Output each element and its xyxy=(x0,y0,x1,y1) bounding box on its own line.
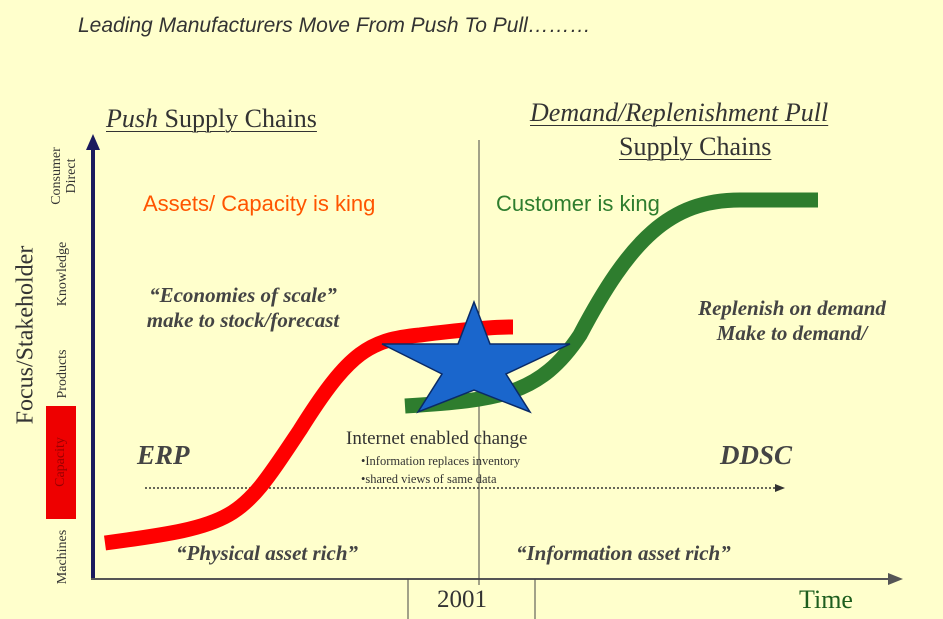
y-level-machines: Machines xyxy=(55,529,70,585)
erp-label: ERP xyxy=(137,440,190,470)
customer-label: Customer is king xyxy=(496,191,660,216)
push-heading: Push Supply Chains xyxy=(106,104,317,133)
internet-bullet-1: •Information replaces inventory xyxy=(361,454,521,468)
internet-bullet-2: •shared views of same data xyxy=(361,472,497,486)
ddsc-label: DDSC xyxy=(720,440,793,470)
y-axis-title: Focus/Stakeholder xyxy=(12,245,39,425)
transition-star-icon xyxy=(381,299,571,414)
capacity-highlight xyxy=(46,406,76,519)
internet-title: Internet enabled change xyxy=(346,428,528,449)
physical-asset-label: “Physical asset rich” xyxy=(176,541,358,565)
x-axis-arrow xyxy=(888,573,903,585)
y-level-products: Products xyxy=(55,349,70,399)
y-level-knowledge: Knowledge xyxy=(55,241,70,307)
slide-title: Leading Manufacturers Move From Push To … xyxy=(78,14,591,37)
information-asset-label: “Information asset rich” xyxy=(516,541,731,565)
pull-heading-line1: Demand/Replenishment Pull xyxy=(530,98,829,127)
y-axis-arrow xyxy=(86,134,100,150)
y-level-capacity: Capacity xyxy=(53,437,68,487)
dotted-arrow-head xyxy=(775,484,785,492)
x-tick-2001: 2001 xyxy=(437,586,487,613)
x-axis-title: Time xyxy=(799,585,853,614)
economies-text: “Economies of scale” make to stock/forec… xyxy=(146,283,340,332)
assets-label: Assets/ Capacity is king xyxy=(143,191,376,216)
push-curve xyxy=(104,319,514,551)
y-level-consumer-direct: Consumer Direct xyxy=(49,147,79,205)
replenish-text: Replenish on demand Make to demand/ xyxy=(698,296,886,345)
pull-heading-line2: Supply Chains xyxy=(619,132,772,161)
